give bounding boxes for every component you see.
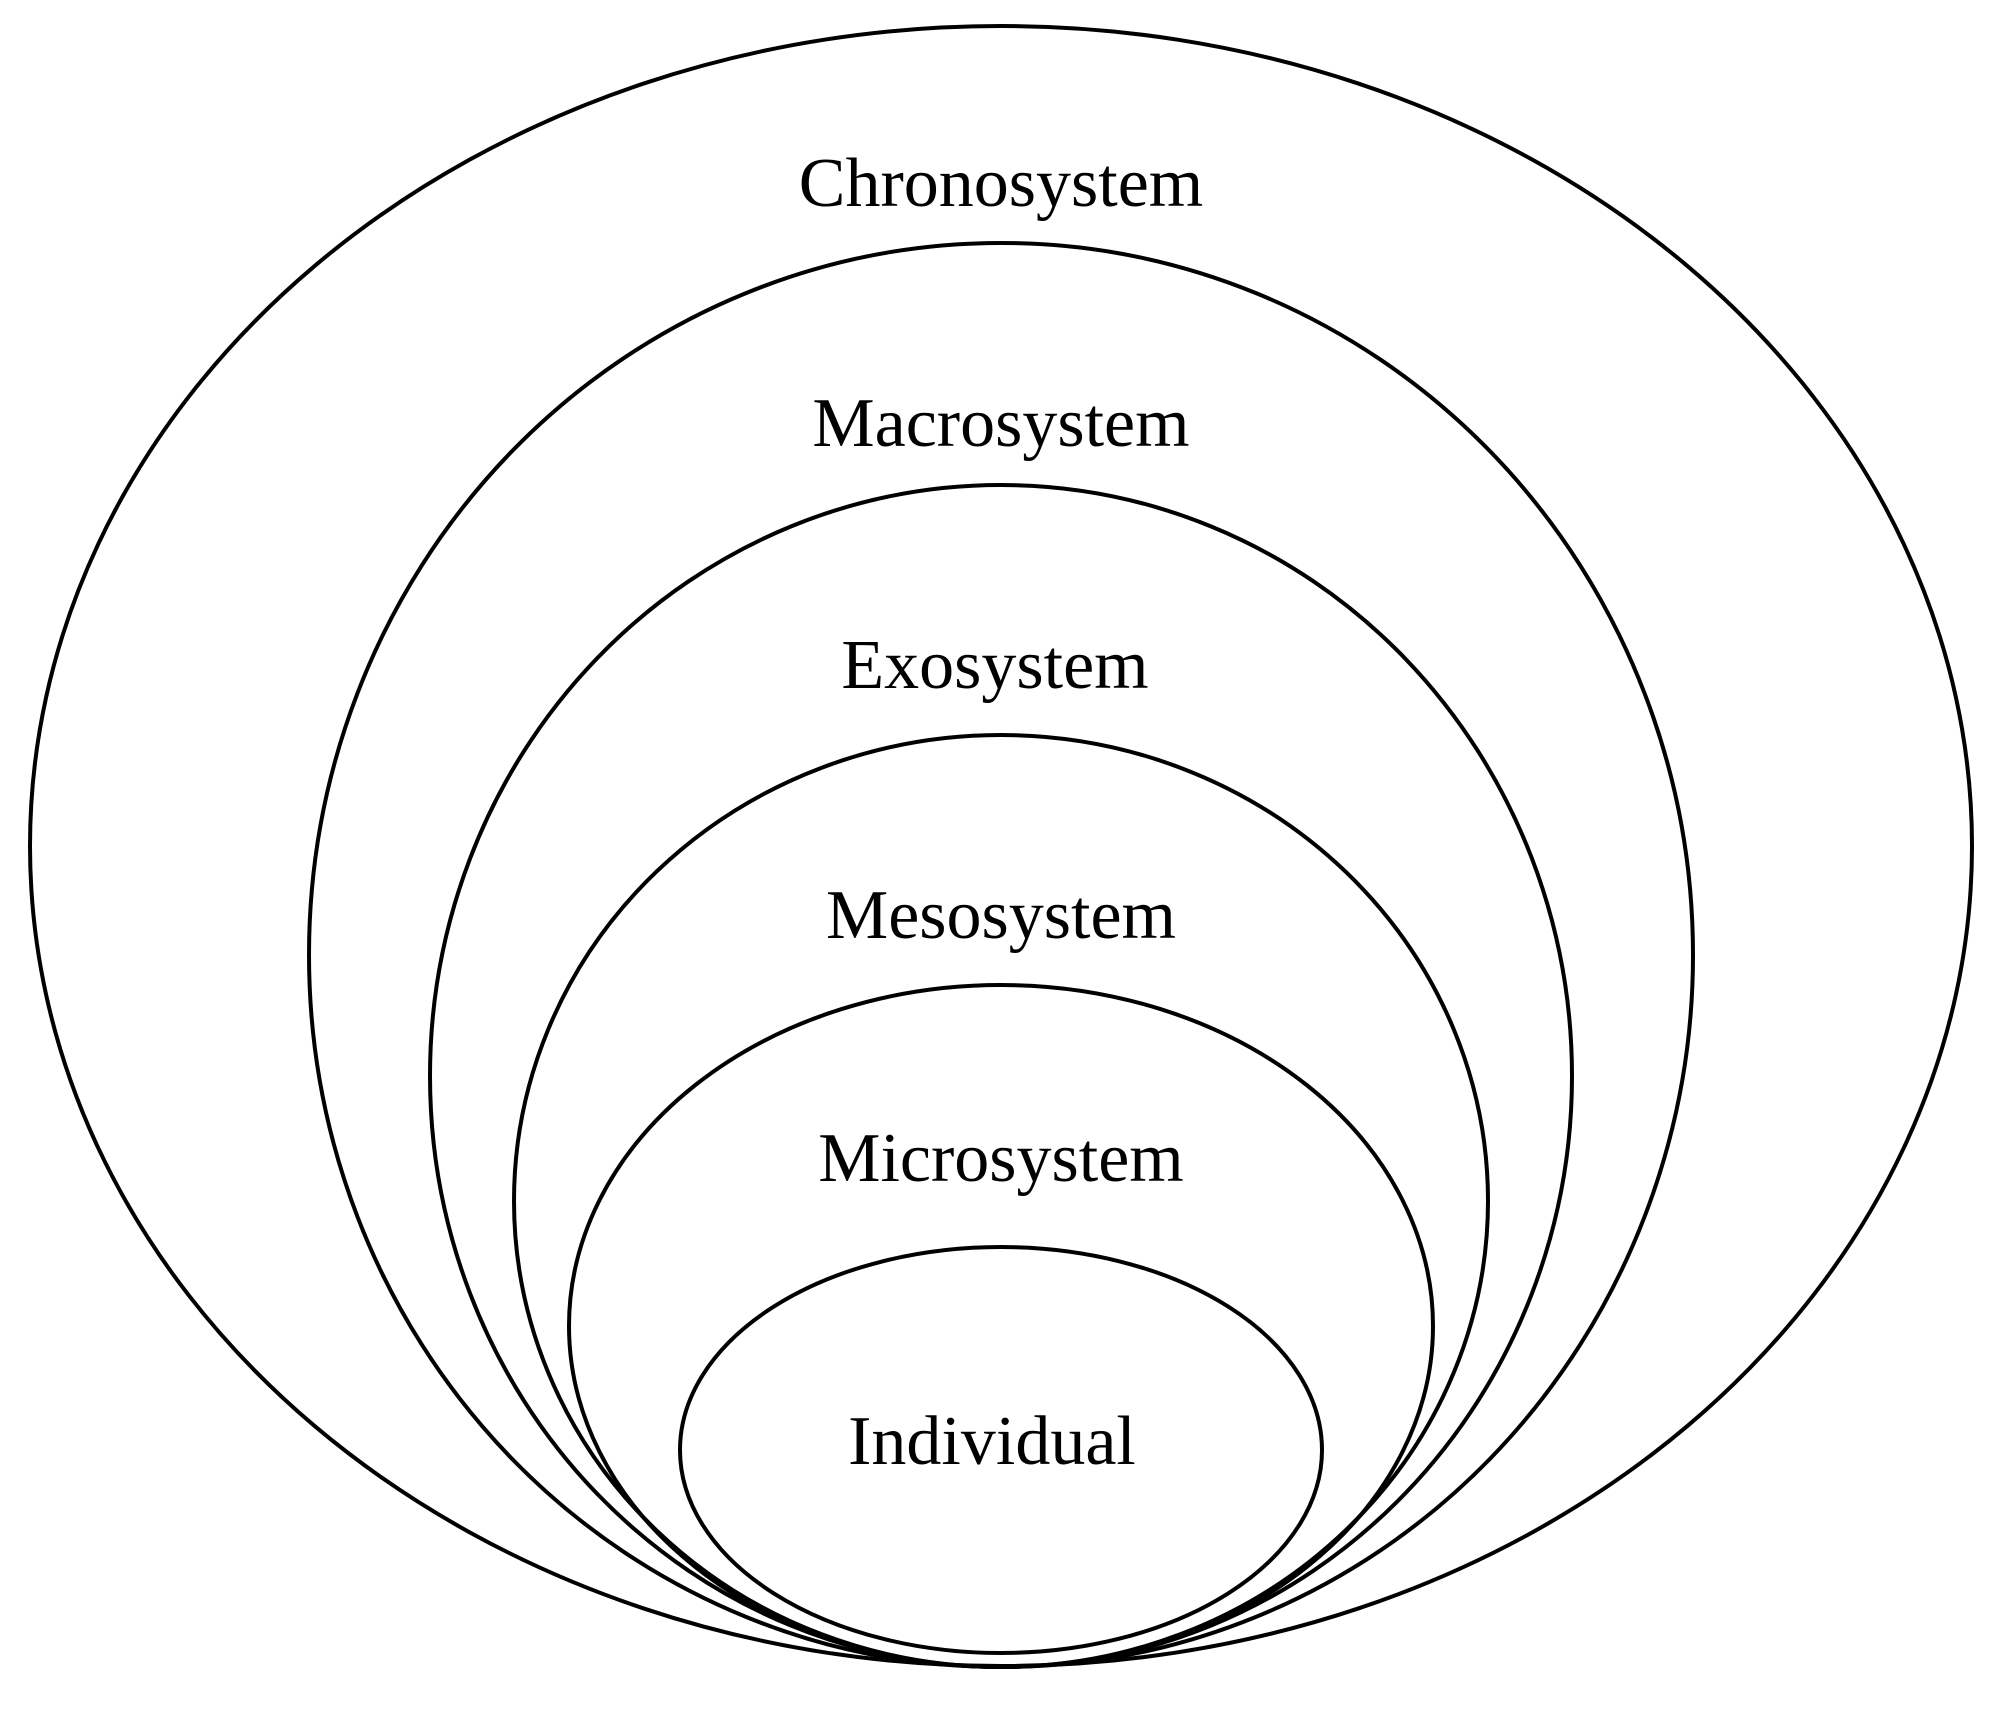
chronosystem-label: Chronosystem xyxy=(799,145,1203,222)
exosystem-label: Exosystem xyxy=(841,627,1148,704)
individual-label: Individual xyxy=(848,1403,1136,1480)
mesosystem-ellipse xyxy=(512,733,1490,1669)
individual-ellipse xyxy=(678,1245,1324,1655)
microsystem-label: Microsystem xyxy=(818,1120,1184,1197)
macrosystem-label: Macrosystem xyxy=(812,385,1189,462)
microsystem-ellipse xyxy=(567,983,1435,1669)
mesosystem-label: Mesosystem xyxy=(826,877,1176,954)
